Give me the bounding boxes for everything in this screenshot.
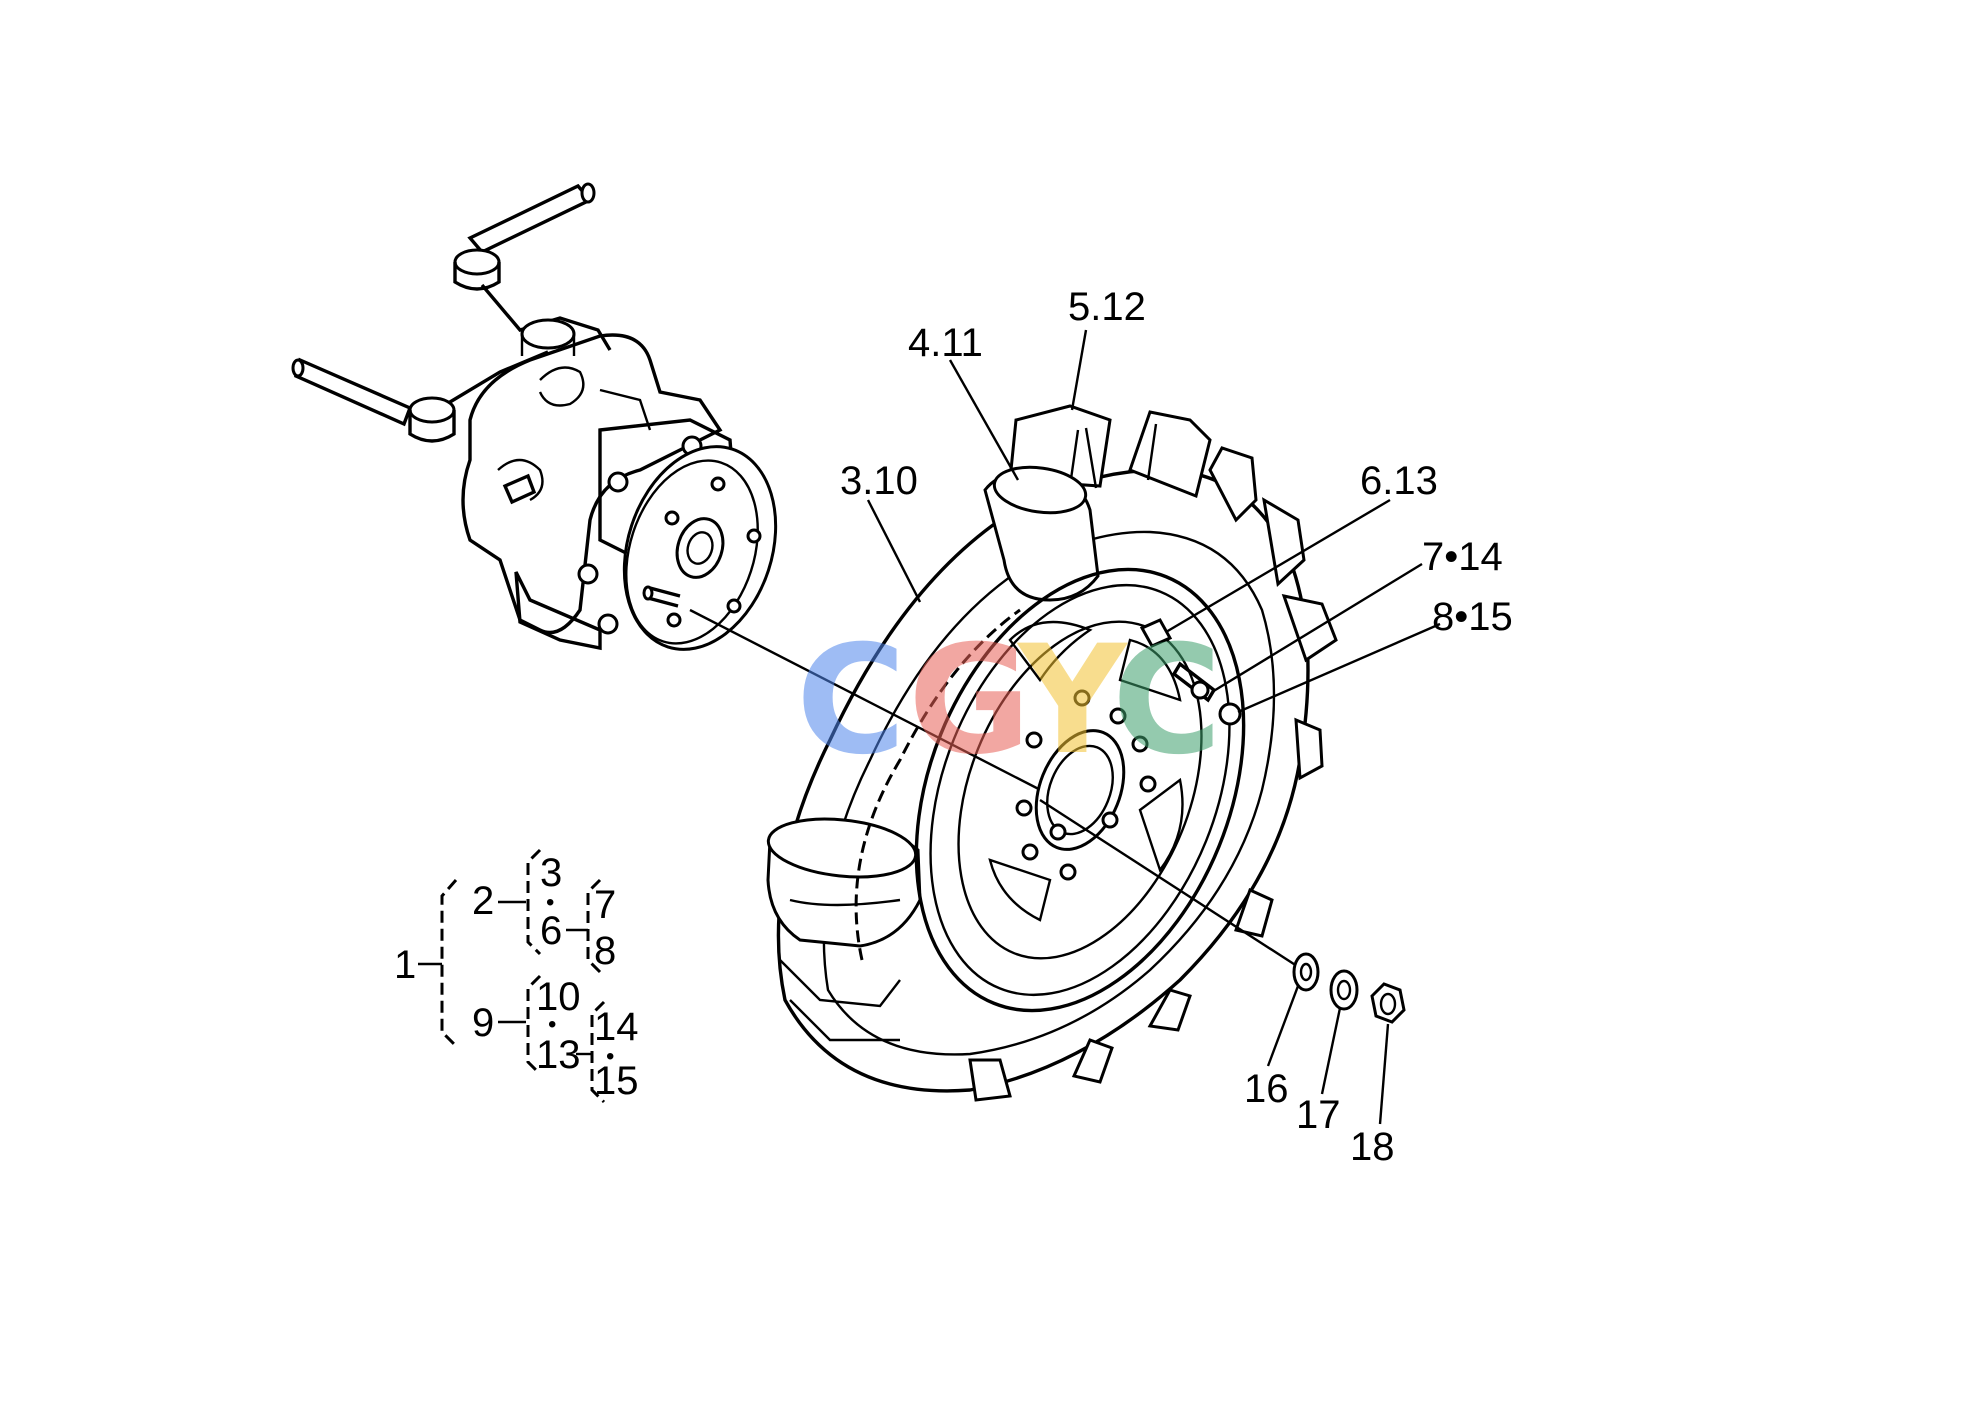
watermark-letter-c2: C <box>1112 614 1222 788</box>
callout-labels: 3.10 4.11 5.12 6.13 7•14 8•15 16 17 18 <box>840 285 1513 1169</box>
assembly-tree: 1 2 3 • 6 7 8 9 10 • 13 14 • 15 <box>394 848 639 1104</box>
tree-item-1: 1 <box>394 943 416 987</box>
fasteners <box>1292 952 1406 1024</box>
tree-item-2: 2 <box>472 879 494 923</box>
watermark-letter-y: Y <box>1016 614 1129 788</box>
tree-item-13: 13 <box>536 1033 581 1077</box>
callout-18: 18 <box>1350 1125 1395 1169</box>
callout-16: 16 <box>1244 1067 1289 1111</box>
tree-item-15: 15 <box>594 1059 639 1103</box>
tree-item-6: 6 <box>540 909 562 953</box>
watermark-letter-c1: C <box>796 614 906 788</box>
tree-range-dot-3-6: • <box>546 889 554 916</box>
callout-7-14: 7•14 <box>1422 535 1503 579</box>
leader-lines <box>866 329 1441 1125</box>
hub-axis-line <box>689 608 1061 802</box>
tree-range-dot-14-15: • <box>606 1043 614 1070</box>
tree-item-9: 9 <box>472 1001 494 1045</box>
callout-8-15: 8•15 <box>1432 595 1513 639</box>
tree-item-8: 8 <box>594 929 616 973</box>
tree-item-14: 14 <box>594 1005 639 1049</box>
callout-17: 17 <box>1296 1093 1341 1137</box>
callout-3-10: 3.10 <box>840 459 918 503</box>
watermark-letter-g: G <box>908 614 1031 788</box>
cgyc-watermark: C G Y C <box>796 614 1222 788</box>
callout-4-11: 4.11 <box>908 321 983 365</box>
wheel-assembly <box>766 404 1338 1102</box>
tree-item-3: 3 <box>540 851 562 895</box>
tree-range-dot-10-13: • <box>548 1011 556 1038</box>
tree-item-10: 10 <box>536 975 581 1019</box>
callout-5-12: 5.12 <box>1068 285 1146 329</box>
wheel-axis-line <box>1039 798 1301 970</box>
tree-item-7: 7 <box>594 883 616 927</box>
gearbox-hub-assembly <box>291 182 778 651</box>
callout-6-13: 6.13 <box>1360 459 1438 503</box>
